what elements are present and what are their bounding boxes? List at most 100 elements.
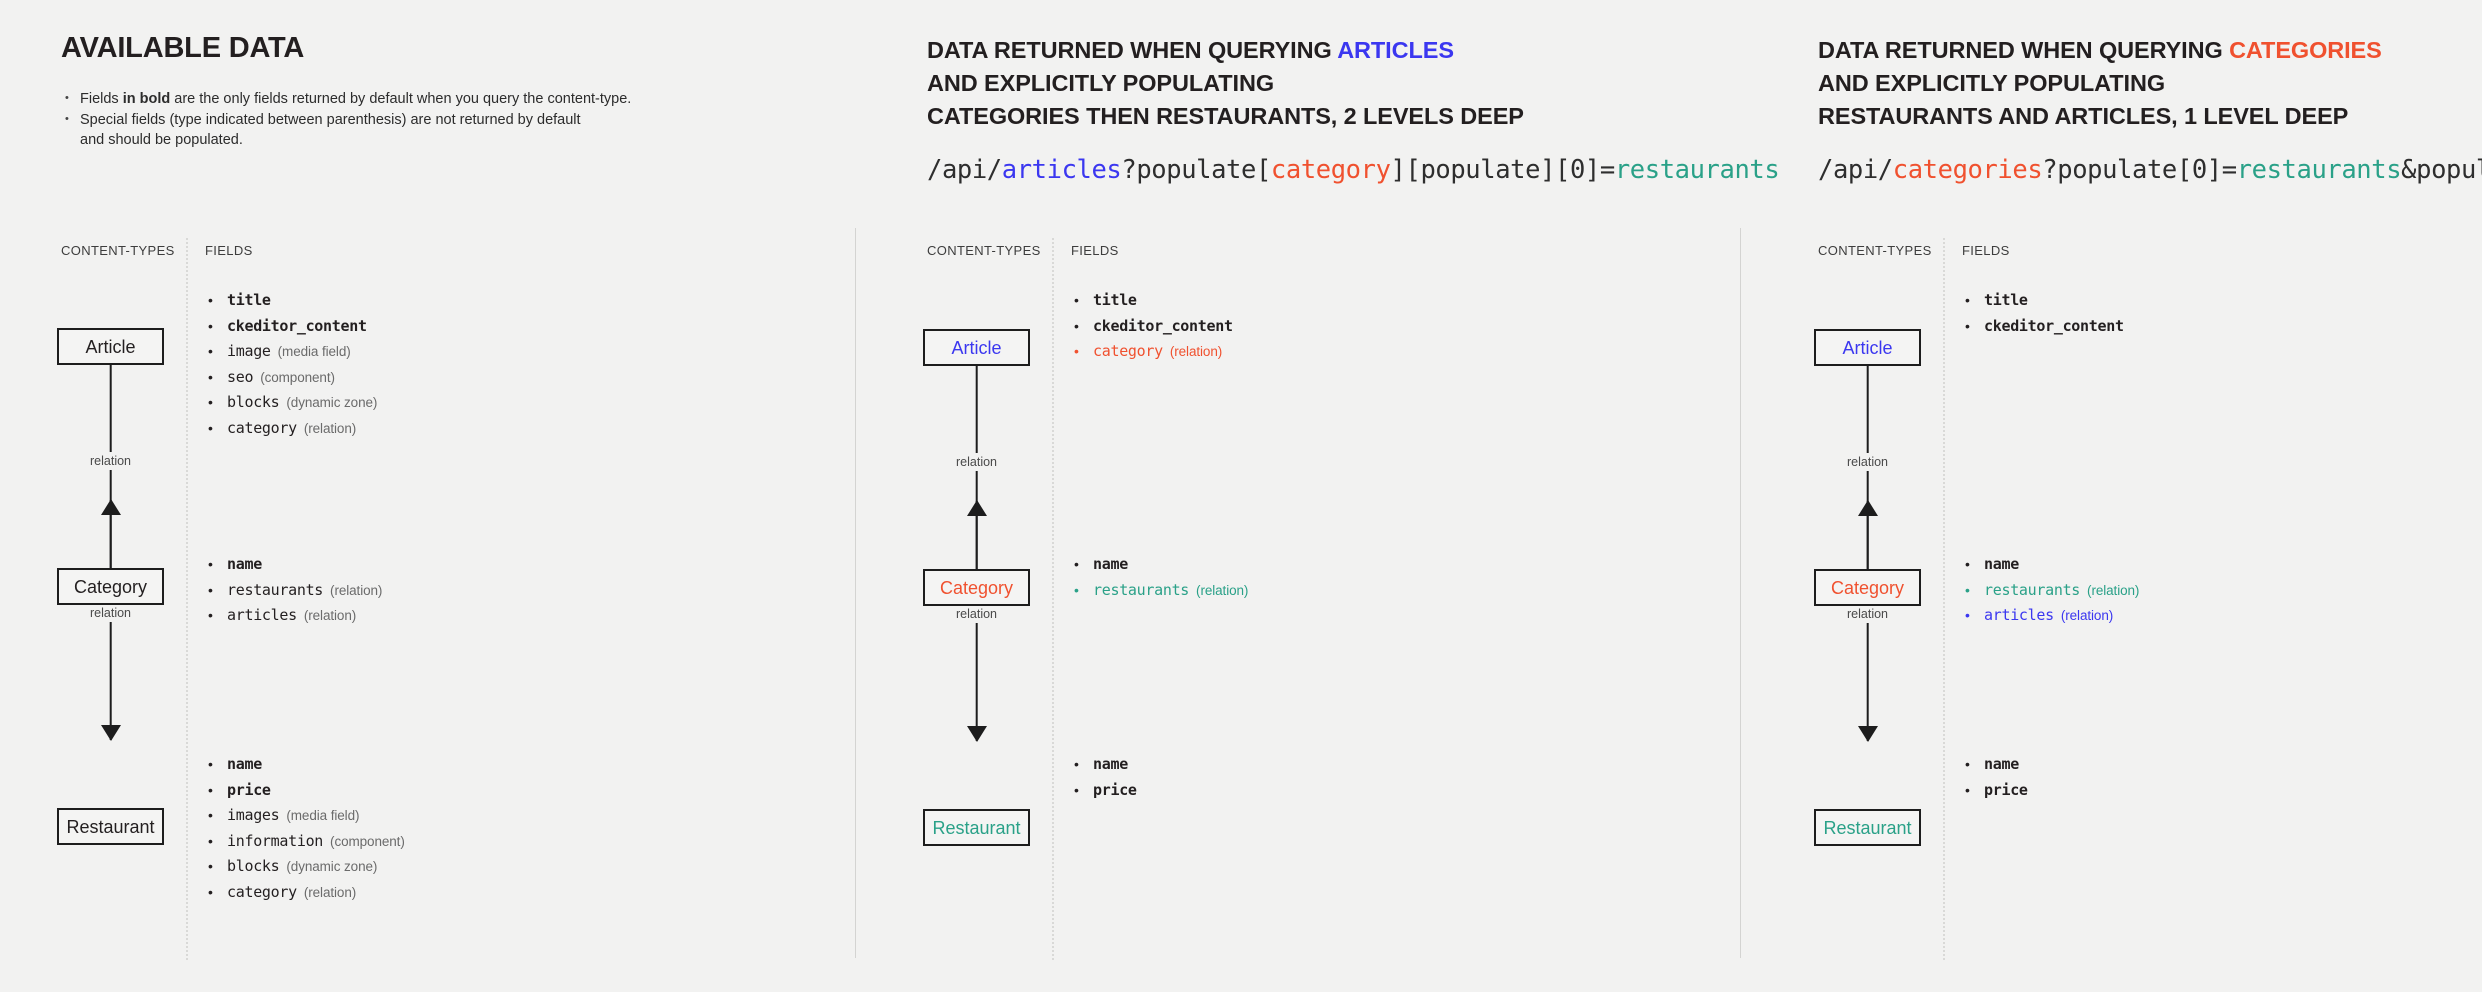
node-label: Article <box>1842 337 1893 358</box>
field-type: (relation) <box>2060 608 2114 624</box>
note-text-bold: in bold <box>122 91 171 107</box>
title-highlight-articles: ARTICLES <box>1337 37 1454 63</box>
api-segment-categories: categories <box>1892 155 2043 185</box>
node-article[interactable]: Article <box>1814 329 1921 366</box>
field-type: (relation) <box>1169 344 1223 360</box>
field-name: title <box>1093 291 1137 309</box>
field-name: name <box>227 755 262 773</box>
node-restaurant[interactable]: Restaurant <box>57 808 164 845</box>
field-name: information <box>227 831 324 850</box>
node-label: Category <box>939 577 1014 598</box>
field-name: restaurants <box>1984 580 2081 599</box>
notes-list: Fields in bold are the only fields retur… <box>61 88 631 150</box>
field-name: name <box>1093 555 1128 573</box>
edge-category-restaurant: relation <box>57 499 164 741</box>
field-name: price <box>1984 780 2028 799</box>
fields-category: •name•restaurants(relation) <box>1071 552 1248 603</box>
panel-heading: DATA RETURNED WHEN QUERYING CATEGORIES A… <box>1818 34 2482 185</box>
node-article[interactable]: Article <box>57 328 164 365</box>
field-name: ckeditor_content <box>1093 316 1233 335</box>
edge-article-category: relation <box>1814 348 1921 590</box>
field-row: •seo(component) <box>205 365 377 391</box>
api-path: /api/articles?populate[category][populat… <box>927 155 1780 185</box>
api-segment-base: /api/ <box>1818 155 1893 185</box>
caption-content-types: CONTENT-TYPES <box>927 243 1041 258</box>
panel-heading: AVAILABLE DATA Fields in bold are the on… <box>61 34 631 151</box>
node-category[interactable]: Category <box>1814 569 1921 606</box>
field-row: •ckeditor_content <box>1962 314 2124 340</box>
field-name: category <box>227 418 297 437</box>
api-segment-category: category <box>1270 155 1391 185</box>
node-label: Category <box>73 576 148 597</box>
title-line-1: DATA RETURNED WHEN QUERYING ARTICLES <box>927 34 1779 67</box>
bullet-icon: • <box>208 556 213 572</box>
field-row: •category(relation) <box>205 880 405 906</box>
bullet-icon: • <box>1965 581 1970 598</box>
field-name: title <box>227 291 271 309</box>
bullet-icon: • <box>208 292 213 308</box>
bullet-icon: • <box>1965 292 1970 308</box>
node-article[interactable]: Article <box>923 329 1030 366</box>
column-divider-dotted <box>1052 238 1054 960</box>
bullet-icon: • <box>1074 581 1079 598</box>
field-row: •images(media field) <box>205 803 405 829</box>
node-restaurant[interactable]: Restaurant <box>923 809 1030 846</box>
field-row: • title <box>205 288 377 314</box>
field-type: (component) <box>260 369 335 385</box>
field-name: restaurants <box>1093 580 1190 599</box>
field-row: •restaurants(relation) <box>205 578 382 604</box>
title-segment: DATA RETURNED WHEN QUERYING <box>1818 37 2230 63</box>
field-row: •name <box>1962 552 2139 578</box>
panel-divider <box>855 228 856 958</box>
node-label: Article <box>951 337 1002 358</box>
edge-label: relation <box>951 605 1002 623</box>
api-segment-base: /api/ <box>927 155 1002 185</box>
title-line-3: RESTAURANTS AND ARTICLES, 1 LEVEL DEEP <box>1818 103 2349 129</box>
edge-label: relation <box>1842 605 1893 623</box>
field-row: •blocks(dynamic zone) <box>205 854 405 880</box>
bullet-icon: • <box>208 781 213 798</box>
field-name: ckeditor_content <box>227 316 367 335</box>
node-restaurant[interactable]: Restaurant <box>1814 809 1921 846</box>
field-name: restaurants <box>227 580 324 599</box>
field-row: •ckeditor_content <box>1071 314 1233 340</box>
title-line-1: DATA RETURNED WHEN QUERYING CATEGORIES <box>1818 34 2482 67</box>
field-row: •category(relation) <box>1071 339 1233 365</box>
field-name: image <box>227 342 271 361</box>
field-row: •category(relation) <box>205 416 377 442</box>
field-row: •name <box>1071 552 1248 578</box>
fields-category: •name•restaurants(relation)•articles(rel… <box>1962 552 2139 629</box>
title-highlight-categories: CATEGORIES <box>2229 37 2382 63</box>
bullet-icon: • <box>208 607 213 624</box>
field-type: (dynamic zone) <box>286 395 378 411</box>
field-row: •restaurants(relation) <box>1071 578 1248 604</box>
bullet-icon: • <box>208 832 213 849</box>
field-type: (relation) <box>2087 582 2140 598</box>
field-row: •title <box>1962 288 2124 314</box>
panel-query-articles: DATA RETURNED WHEN QUERYING ARTICLES AND… <box>855 0 1780 992</box>
node-category[interactable]: Category <box>57 568 164 605</box>
bullet-icon: • <box>208 317 213 334</box>
field-type: (relation) <box>303 608 357 624</box>
edge-label: relation <box>85 604 136 622</box>
field-name: name <box>1984 755 2019 773</box>
bullet-icon: • <box>208 343 213 360</box>
node-category[interactable]: Category <box>923 569 1030 606</box>
node-label: Restaurant <box>1823 817 1912 838</box>
fields-category: •name•restaurants(relation)•articles(rel… <box>205 552 382 629</box>
field-name: blocks <box>227 857 280 876</box>
bullet-icon: • <box>1074 292 1079 308</box>
field-name: name <box>1093 755 1128 773</box>
fields-restaurant: •name•price•images(media field)•informat… <box>205 752 405 906</box>
field-type: (media field) <box>277 344 351 360</box>
caption-content-types: CONTENT-TYPES <box>1818 243 1932 258</box>
bullet-icon: • <box>1965 781 1970 798</box>
panel-heading: DATA RETURNED WHEN QUERYING ARTICLES AND… <box>927 34 1780 185</box>
api-path: /api/categories?populate[0]=restaurants&… <box>1818 155 2482 185</box>
field-name: blocks <box>227 393 280 412</box>
bullet-icon: • <box>208 581 213 598</box>
field-row: • ckeditor_content <box>205 314 377 340</box>
field-row: • title <box>1071 288 1233 314</box>
api-segment-articles: articles <box>1001 155 1122 185</box>
